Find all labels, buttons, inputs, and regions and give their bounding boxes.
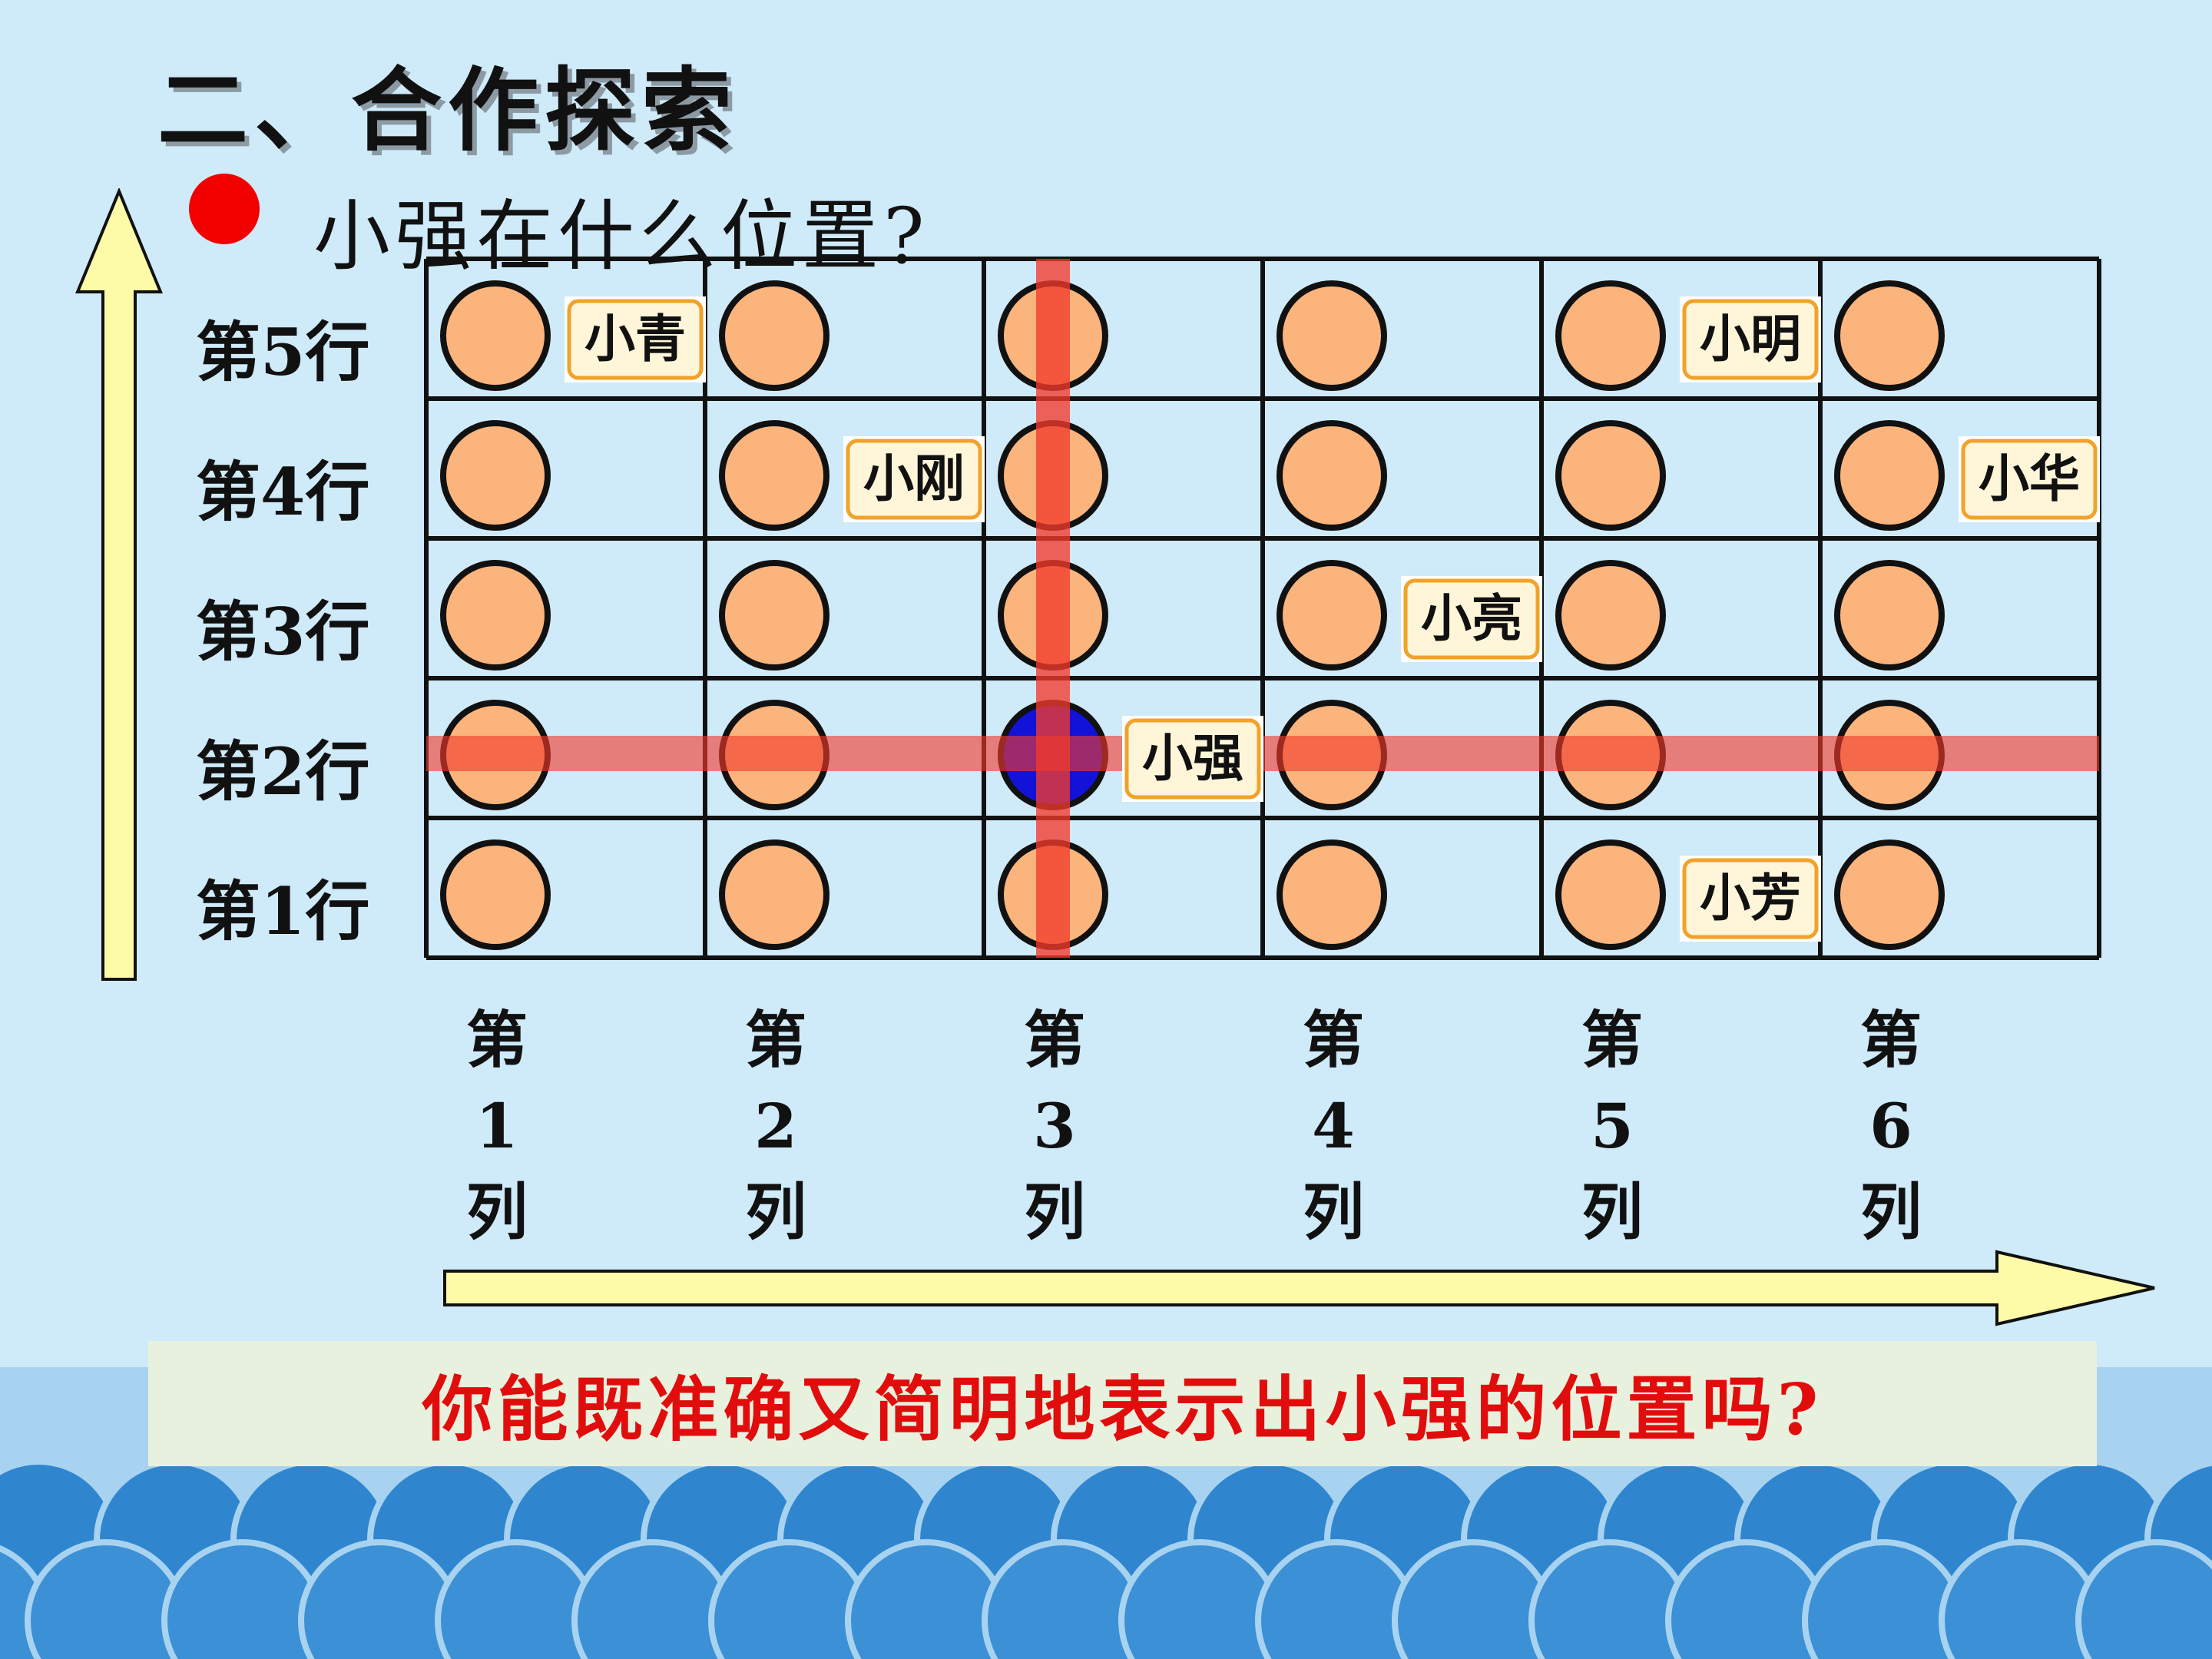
wave-decoration: [0, 1367, 2212, 1659]
seat: [1277, 839, 1387, 950]
column-label-lie: 列: [1024, 1176, 1085, 1248]
name-tag-7: 小芳: [1680, 856, 1821, 942]
right-arrow-icon: [443, 1250, 2155, 1326]
name-tag-label: 小刚: [863, 449, 965, 508]
column-label-6: 第 6 列: [1833, 997, 1949, 1255]
name-tag-5: 小亮: [1401, 576, 1542, 662]
column-label-lie: 列: [1303, 1176, 1364, 1248]
seat: [719, 420, 830, 531]
seat: [719, 839, 830, 950]
seat: [440, 839, 551, 950]
seat: [1277, 280, 1387, 391]
seat: [1555, 420, 1666, 531]
column-label-4: 第 4 列: [1276, 997, 1391, 1255]
name-tag-frame: [1961, 439, 2098, 520]
seat: [719, 560, 830, 671]
column-label-di: 第: [1581, 1004, 1643, 1076]
column-label-lie: 列: [1581, 1176, 1643, 1248]
row-label-1: 第1行: [196, 873, 370, 949]
name-tag-4: 小华: [1959, 436, 2100, 522]
row-label-5: 第5行: [196, 314, 370, 390]
name-tag-frame: [1403, 578, 1540, 660]
name-tag-3: 小刚: [843, 436, 985, 522]
seat: [1555, 280, 1666, 391]
seat: [440, 560, 551, 671]
column-label-5: 第 5 列: [1555, 997, 1670, 1255]
name-tag-frame: [846, 439, 982, 520]
name-tag-1: 小青: [565, 296, 706, 382]
column-label-number: 1: [475, 1090, 518, 1162]
row-label-3: 第3行: [196, 594, 370, 670]
seat: [1834, 280, 1945, 391]
seat: [440, 420, 551, 531]
name-tag-frame: [1682, 299, 1819, 380]
seat: [1555, 560, 1666, 671]
column-label-1: 第 1 列: [439, 997, 555, 1255]
seat: [1277, 560, 1387, 671]
prompt-text: 你能既准确又简明地表示出小强的位置吗?: [422, 1368, 1823, 1451]
slide-title: 二、合作探索: [157, 57, 739, 164]
name-tag-label: 小青: [584, 309, 686, 369]
name-tag-label: 小明: [1700, 309, 1801, 369]
question-text: 小强在什么位置?: [313, 191, 929, 281]
bullet-dot-icon: [189, 174, 260, 244]
column-label-2: 第 2 列: [718, 997, 833, 1255]
wave-bump: [2075, 1539, 2212, 1659]
row-label-4: 第4行: [196, 454, 370, 530]
column-label-lie: 列: [1860, 1176, 1922, 1248]
column-label-number: 4: [1312, 1090, 1355, 1162]
column-label-3: 第 3 列: [997, 997, 1112, 1255]
column-label-di: 第: [745, 1004, 806, 1076]
name-tag-label: 小强: [1142, 728, 1243, 788]
row-label-2: 第2行: [196, 733, 370, 810]
seat: [440, 280, 551, 391]
column-label-di: 第: [1024, 1004, 1085, 1076]
column-label-di: 第: [1860, 1004, 1922, 1076]
name-tag-frame: [1124, 718, 1261, 800]
name-tag-6: 小强: [1122, 716, 1263, 802]
column-label-number: 3: [1033, 1090, 1076, 1162]
seat: [719, 280, 830, 391]
seat: [1555, 839, 1666, 950]
name-tag-2: 小明: [1680, 296, 1821, 382]
column-label-lie: 列: [745, 1176, 806, 1248]
name-tag-label: 小亮: [1421, 588, 1522, 648]
column-label-number: 2: [754, 1090, 797, 1162]
name-tag-frame: [1682, 858, 1819, 939]
column-highlight-line: [1036, 259, 1070, 958]
name-tag-frame: [567, 299, 704, 380]
up-arrow-icon: [75, 188, 163, 981]
column-label-di: 第: [466, 1004, 528, 1076]
seat: [1277, 420, 1387, 531]
column-label-number: 5: [1591, 1090, 1634, 1162]
column-label-number: 6: [1869, 1090, 1912, 1162]
seat: [1834, 420, 1945, 531]
column-label-lie: 列: [466, 1176, 528, 1248]
seat: [1834, 839, 1945, 950]
column-label-di: 第: [1303, 1004, 1364, 1076]
name-tag-label: 小芳: [1700, 868, 1801, 928]
seat: [1834, 560, 1945, 671]
prompt-box: 你能既准确又简明地表示出小强的位置吗?: [148, 1341, 2097, 1466]
name-tag-label: 小华: [1979, 449, 2080, 508]
